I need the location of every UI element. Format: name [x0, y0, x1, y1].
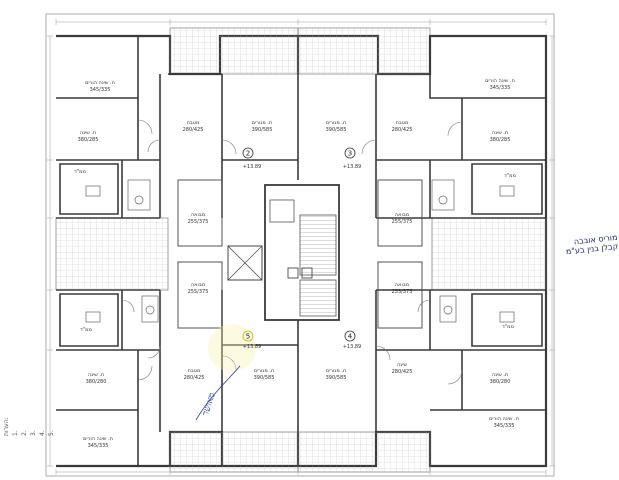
room-dim: 380/280: [490, 379, 511, 385]
drawing-frame: [45, 13, 555, 477]
room-dim: 255/375: [188, 289, 209, 295]
room-dim: 280/425: [183, 127, 204, 133]
apartment-circle-2: [242, 147, 254, 159]
interior-walls: [56, 36, 546, 466]
bathroom-fixtures: [85, 179, 515, 323]
room-dim: 280/425: [392, 369, 413, 375]
apartment-number-5: 5: [246, 333, 250, 341]
room-dim: 380/280: [86, 379, 107, 385]
room-dim: 345/335: [494, 423, 515, 429]
balconies: [55, 27, 547, 473]
legend-line: 2.: [21, 430, 28, 436]
apartment-circle-5: [242, 330, 254, 342]
apartment-circle-3: [344, 147, 356, 159]
room-dim: 345/335: [88, 443, 109, 449]
ink-arrow: [195, 365, 241, 421]
room-label: מבואה: [395, 212, 409, 218]
room-dim: 390/585: [252, 127, 273, 133]
apartment-circle-4: [344, 330, 356, 342]
apartment-number-3: 3: [348, 150, 352, 158]
room-label: ח. שינה הורים: [489, 416, 519, 422]
level-mark-5: +13.89: [243, 344, 262, 350]
room-dim: 380/285: [490, 137, 511, 143]
room-label: ממ"ד: [74, 169, 86, 175]
lobbies: [177, 179, 423, 329]
apartment-number-2: 2: [246, 150, 250, 158]
room-label: מטבח: [187, 120, 200, 126]
room-dim: 390/585: [326, 127, 347, 133]
room-label: ח. שינה הורים: [485, 78, 515, 84]
room-label: ח. שינה: [492, 130, 508, 136]
room-label: מטבח: [188, 368, 201, 374]
legend-line: 4.: [39, 430, 46, 436]
room-label: ח. שינה: [88, 372, 104, 378]
apartment-number-4: 4: [348, 333, 353, 341]
room-label: מטבח: [396, 120, 409, 126]
level-mark-2: +13.89: [243, 164, 262, 170]
room-dim: 390/585: [326, 375, 347, 381]
room-label: ח. מגורים: [252, 120, 273, 126]
level-mark-3: +13.89: [343, 164, 362, 170]
room-label: ח. מגורים: [326, 120, 347, 126]
legend-line: 3.: [30, 430, 37, 436]
notes-legend: הערות: 1. 2. 3. 4. 5.: [2, 398, 56, 436]
room-label: מבואה: [395, 282, 409, 288]
room-label: מבואה: [191, 282, 205, 288]
room-label: ח. שינה: [80, 130, 96, 136]
highlight-mark: [208, 324, 256, 372]
room-label: שינה: [397, 362, 407, 368]
room-dim: 380/285: [78, 137, 99, 143]
room-label: ח. מגורים: [326, 368, 347, 374]
room-dim: 255/375: [392, 219, 413, 225]
room-label: ממ"ד: [504, 173, 516, 179]
apartment-markers: [242, 147, 356, 342]
level-mark-4: +13.89: [343, 344, 362, 350]
room-label: ח. שינה הורים: [83, 436, 113, 442]
room-dim: 345/335: [90, 87, 111, 93]
room-dim: 280/425: [392, 127, 413, 133]
room-label: ממ"ד: [80, 327, 92, 333]
room-dim: 390/585: [254, 375, 275, 381]
room-label: ח. שינה: [492, 372, 508, 378]
stair-core: [227, 184, 340, 321]
room-label: ממ"ד: [502, 324, 514, 330]
legend-line: 1.: [12, 430, 19, 436]
door-swings: [121, 119, 463, 385]
room-label: ח. שינה הורים: [85, 80, 115, 86]
legend-line: 5.: [48, 430, 55, 436]
room-label: ח. מגורים: [254, 368, 275, 374]
room-dim: 345/335: [490, 85, 511, 91]
legend-line: הערות:: [3, 417, 10, 436]
room-dim: 255/375: [392, 289, 413, 295]
room-label: מבואה: [191, 212, 205, 218]
dimension-lines: [47, 19, 555, 475]
room-dim: 255/375: [188, 219, 209, 225]
room-labels: ח. שינה הורים 345/335 ח. שינה 380/285 ממ…: [74, 78, 519, 449]
room-dim: 280/425: [184, 375, 205, 381]
